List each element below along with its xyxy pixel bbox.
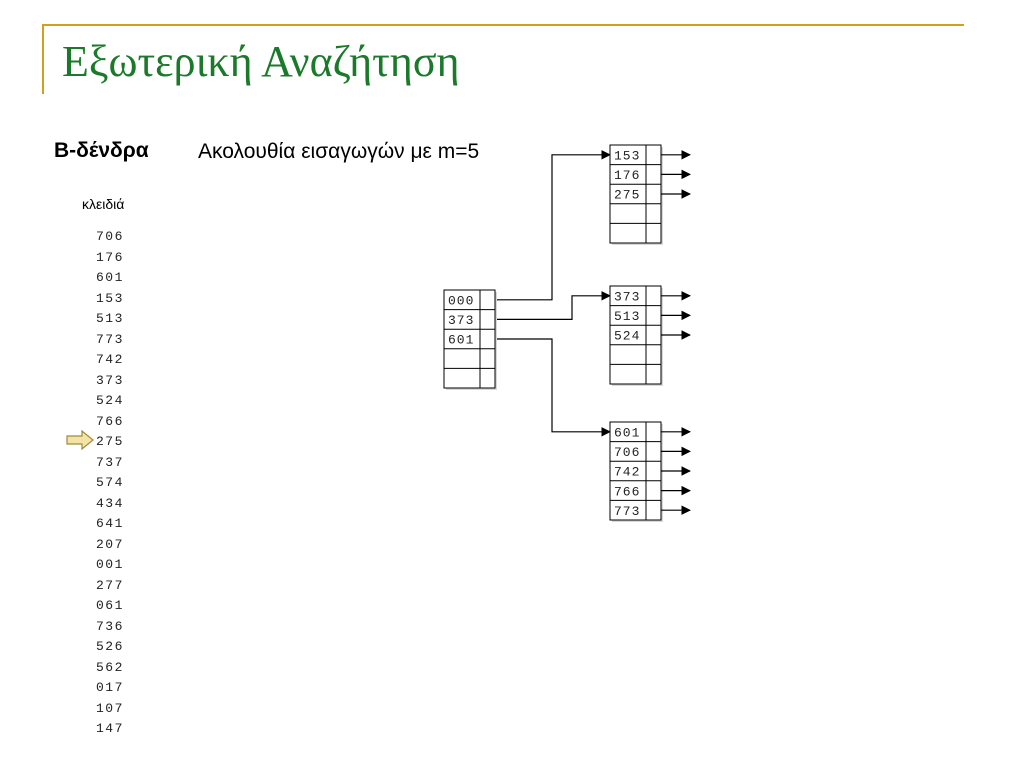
node-key: 513 [614,309,640,324]
leaf-node: 153 176 275 [609,144,691,245]
insertion-key: 706 [96,229,124,244]
node-key: 153 [614,149,640,164]
insertion-key: 061 [96,598,124,613]
insertion-key: 773 [96,331,124,347]
leaf-node: 373 513 524 [609,285,691,386]
insertion-key: 513 [96,311,124,326]
insertion-key: 434 [96,495,124,511]
node-key: 373 [614,290,640,305]
node-key: 742 [614,465,640,480]
node-key: 524 [614,329,640,344]
slide-subtitle: B-δένδρα [54,139,149,162]
insertion-key: 737 [96,454,124,470]
slide-title: Εξωτερική Αναζήτηση [62,37,460,86]
insertion-key: 736 [96,618,124,634]
sequence-caption: Ακολουθία εισαγωγών με m=5 [198,140,480,163]
insertion-key: 107 [96,700,124,716]
child-connector [495,338,611,437]
insertion-key: 277 [96,577,124,593]
node-key: 176 [614,168,640,183]
title-rule-top [44,24,964,26]
keys-header: κλειδιά [82,196,125,212]
insertion-key: 742 [96,352,124,367]
insertion-key: 147 [96,721,124,736]
node-key: 706 [614,445,640,460]
node-key: 773 [614,504,640,519]
leaf-node: 601 706 742 766 773 [609,421,691,522]
insertion-key: 562 [96,659,124,675]
node-key: 275 [614,188,640,203]
insertion-key: 275 [96,434,124,449]
insertion-key: 017 [96,680,124,695]
insertion-key: 574 [96,475,124,490]
insertion-key: 207 [96,536,124,552]
node-key: 601 [614,426,640,441]
insertion-key: 601 [96,270,124,285]
insertion-key: 176 [96,249,124,265]
insertion-key-list: 706 176 601 153 513 773 742 373 524 766 275 737 574 4… [96,227,124,740]
child-connector [495,290,611,320]
insertion-key: 526 [96,639,124,654]
insertion-key: 001 [96,557,124,572]
node-key: 766 [614,484,640,499]
insertion-key: 373 [96,372,124,388]
title-rule-left [42,24,44,94]
child-connectors [495,150,611,437]
insertion-key: 153 [96,290,124,306]
insertion-key: 766 [96,413,124,429]
root-node: 000 373 601 [443,289,497,390]
tree-nodes: 000 373 601 153 176 275 373 513 524 601 706 742 766 7… [443,144,691,522]
node-key: 601 [448,333,474,348]
node-key: 000 [448,294,474,309]
insertion-key: 641 [96,516,124,531]
insertion-key: 524 [96,393,124,408]
current-key-arrow-icon [66,430,94,450]
child-connector [495,150,611,301]
node-key: 373 [448,313,474,328]
